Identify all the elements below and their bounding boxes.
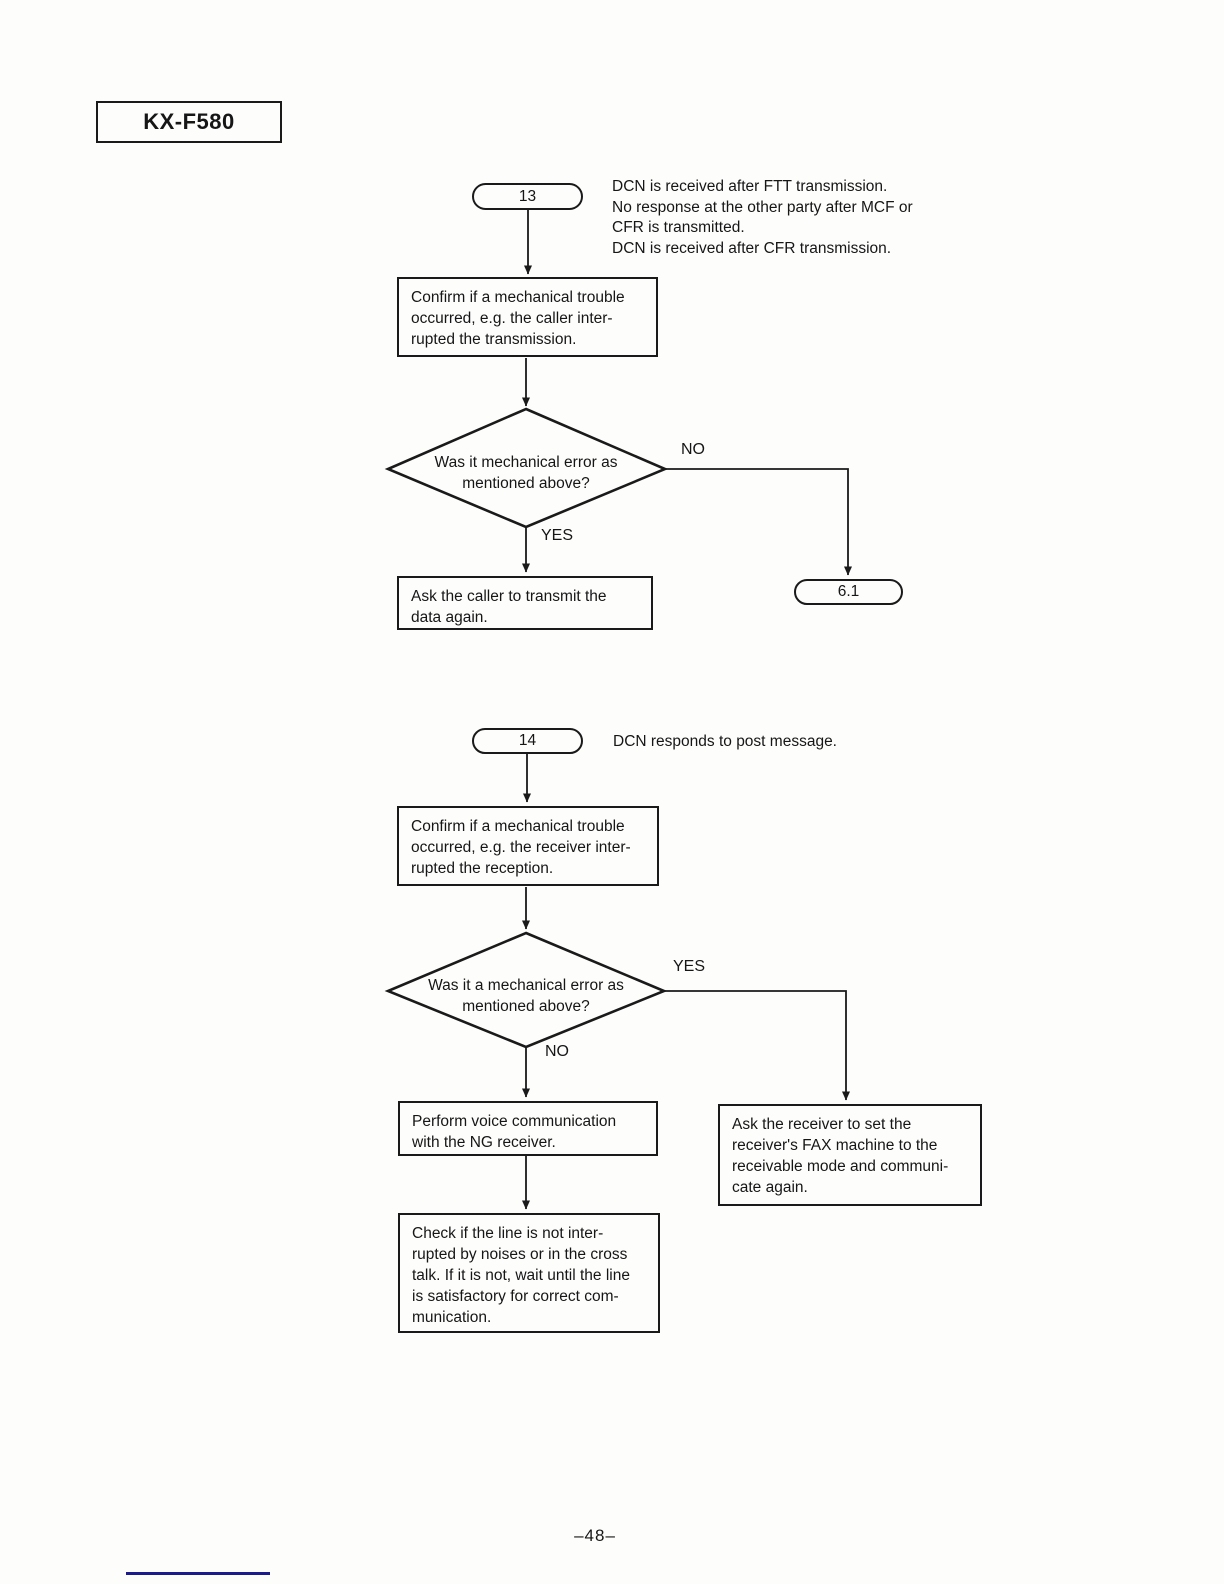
footer-rule [126, 1572, 270, 1575]
arrow-decision14-yes-to-receiver [664, 990, 850, 1101]
model-label: KX-F580 [143, 109, 235, 134]
process-ask-caller: Ask the caller to transmit the data agai… [397, 576, 653, 630]
page-number: –48– [574, 1526, 616, 1545]
terminator-goto-6-1: 6.1 [794, 579, 903, 605]
process-check-line: Check if the line is not inter- rupted b… [398, 1213, 660, 1333]
decision-diamond-14 [384, 931, 668, 1049]
branch-yes-13: YES [541, 527, 574, 544]
process-ask-receiver: Ask the receiver to set the receiver's F… [718, 1104, 982, 1206]
decision-diamond-13 [384, 407, 669, 529]
terminator-13-label: 13 [518, 187, 537, 205]
terminator-14-label: 14 [518, 732, 537, 749]
branch-no-13: NO [681, 441, 705, 458]
process-confirm-receiver: Confirm if a mechanical trouble occurred… [397, 806, 659, 886]
terminator-14: 14 [472, 728, 583, 754]
model-label-box: KX-F580 [96, 101, 282, 143]
decision-13-text: Was it mechanical error as mentioned abo… [434, 454, 618, 492]
note-13: DCN is received after FTT transmission. … [612, 178, 913, 258]
process-confirm-caller: Confirm if a mechanical trouble occurred… [397, 277, 658, 357]
terminator-13: 13 [472, 183, 583, 210]
arrow-decision13-no-to-goto [665, 468, 852, 576]
process-voice-communication: Perform voice communication with the NG … [398, 1101, 658, 1156]
branch-yes-14: YES [673, 958, 706, 975]
branch-no-14: NO [545, 1043, 569, 1060]
decision-14-text: Was it a mechanical error as mentioned a… [428, 977, 624, 1015]
note-14: DCN responds to post message. [613, 733, 837, 750]
terminator-goto-6-1-label: 6.1 [837, 583, 860, 600]
